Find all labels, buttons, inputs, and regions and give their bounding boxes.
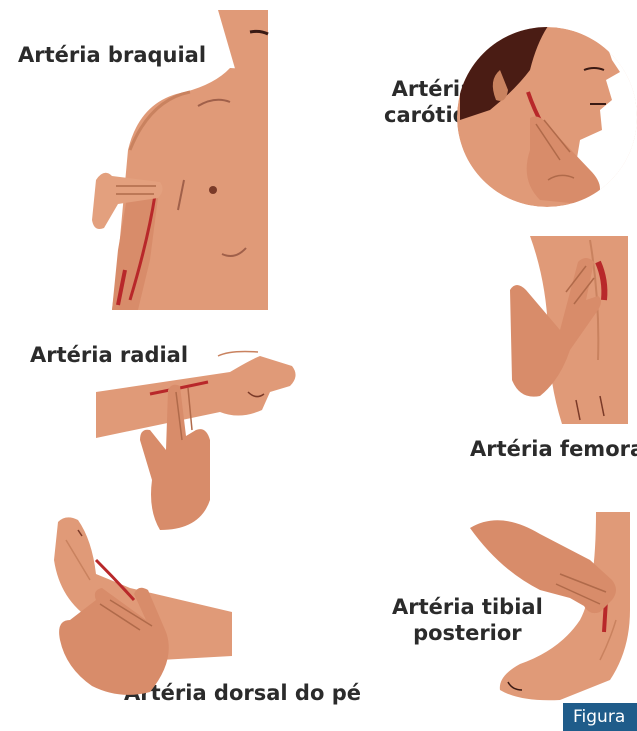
figure-badge: Figura	[563, 703, 637, 731]
